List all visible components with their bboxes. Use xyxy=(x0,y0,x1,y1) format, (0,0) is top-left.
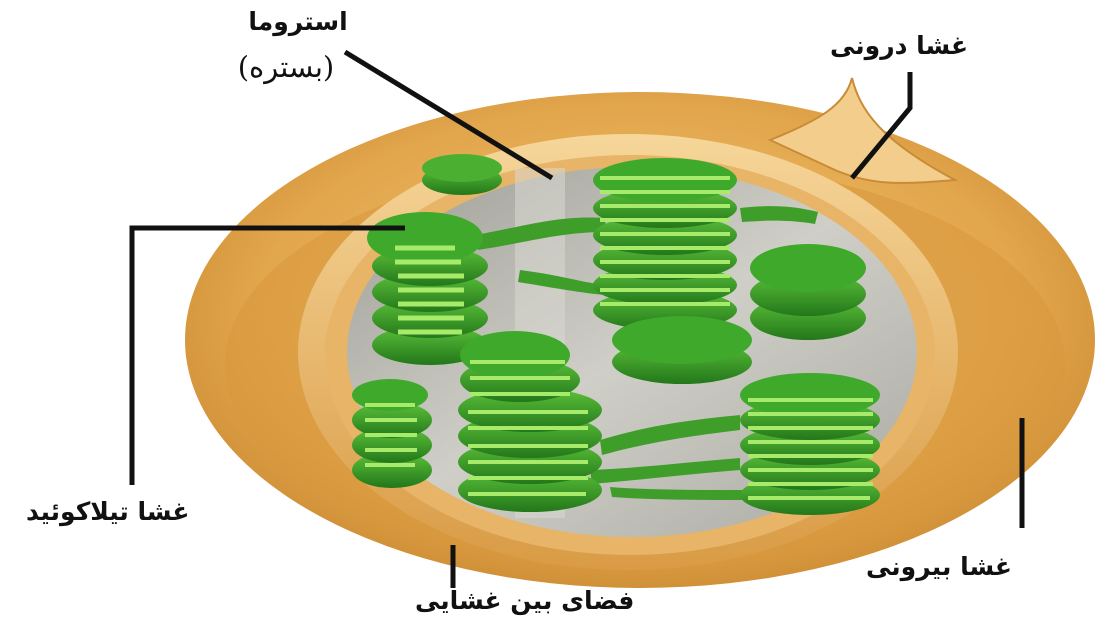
label-thylakoid-membrane: غشا تیلاکوئید xyxy=(26,498,189,526)
label-stroma: استروما xyxy=(238,8,358,36)
granum-upper-center xyxy=(593,158,737,330)
label-inner-membrane: غشا درونی xyxy=(830,32,968,60)
label-outer-membrane: غشا بیرونی xyxy=(866,553,1012,581)
granum-center-solid xyxy=(612,316,752,384)
granum-lower-left xyxy=(352,379,432,488)
granum-lower-right xyxy=(740,373,880,515)
label-stroma-subtitle: (بستره) xyxy=(222,52,350,84)
label-intermembrane-space: فضای بین غشایی xyxy=(415,587,634,615)
granum-right-middle xyxy=(750,244,866,340)
granum-back-left xyxy=(422,154,502,195)
